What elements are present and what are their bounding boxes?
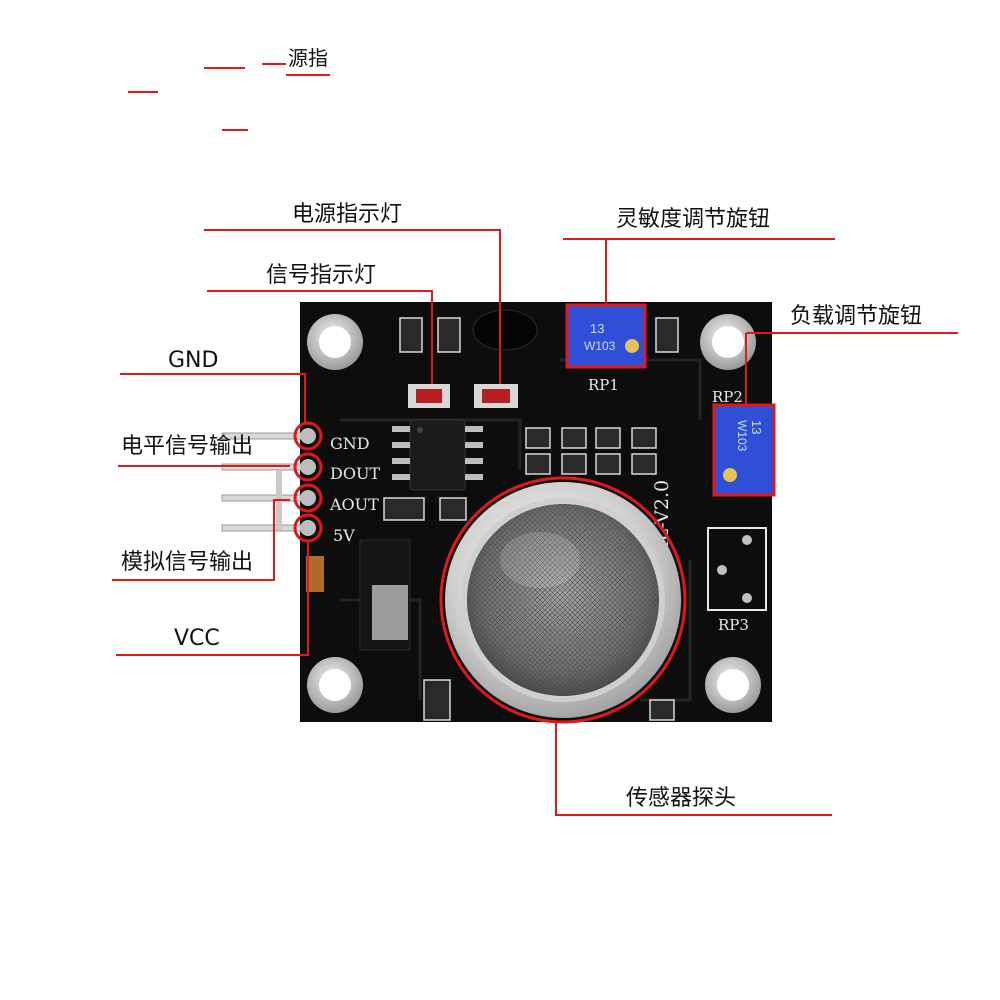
rp2-value: W103 — [735, 420, 749, 452]
power-led — [474, 384, 518, 408]
mounting-hole-bottom-right — [705, 657, 761, 713]
signal-led — [408, 384, 450, 408]
gas-sensor-probe — [439, 476, 687, 724]
label-sensor-probe: 传感器探头 — [626, 786, 737, 811]
pin-label-gnd: GND — [330, 434, 370, 453]
label-vcc: VCC — [174, 626, 220, 651]
rp3-footprint — [707, 527, 767, 611]
transistor — [472, 309, 538, 351]
rp1-value: W103 — [584, 339, 616, 353]
pin-highlights — [293, 421, 323, 543]
label-power-indicator-led: 电源指示灯 — [292, 202, 403, 227]
pin-label-aout: AOUT — [329, 495, 379, 514]
artifact-fragments — [128, 63, 330, 131]
rp1-label: RP1 — [588, 376, 619, 394]
lm-module — [359, 539, 411, 651]
mounting-hole-top-left — [307, 314, 363, 370]
artifact-text: 源指 — [288, 46, 328, 70]
label-signal-indicator-led: 信号指示灯 — [266, 263, 377, 288]
label-load-knob: 负载调节旋钮 — [790, 304, 923, 329]
pin-label-dout: DOUT — [330, 464, 380, 483]
rp1-potentiometer: 13 W103 — [565, 303, 647, 369]
pin-label-5v: 5V — [333, 526, 355, 545]
label-analog-signal-output: 模拟信号输出 — [121, 550, 254, 575]
smd-components — [383, 317, 679, 721]
rp2-potentiometer: 13 W103 — [712, 403, 776, 497]
mounting-hole-top-right — [700, 314, 756, 370]
rp2-code: 13 — [749, 420, 764, 434]
rp2-label: RP2 — [712, 388, 743, 406]
mounting-hole-bottom-left — [307, 657, 363, 713]
tantalum-capacitor — [306, 556, 324, 592]
comparator-chip — [392, 419, 483, 491]
rp1-code: 13 — [590, 321, 604, 336]
label-level-signal-output: 电平信号输出 — [121, 434, 254, 459]
callout-lines — [112, 229, 958, 816]
rp3-label: RP3 — [718, 616, 749, 634]
label-gnd: GND — [168, 348, 219, 373]
label-sensitivity-knob: 灵敏度调节旋钮 — [616, 207, 771, 232]
